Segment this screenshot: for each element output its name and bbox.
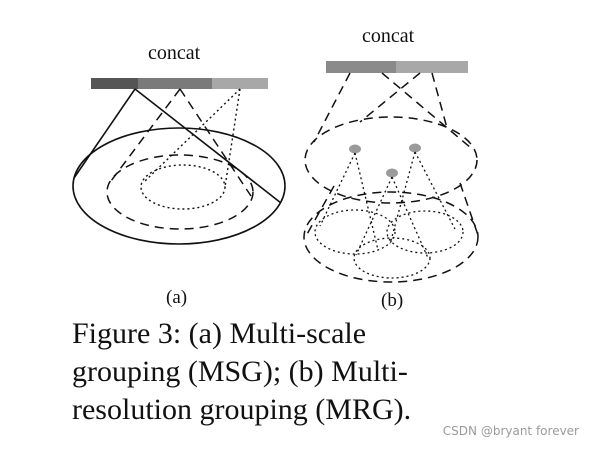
msg-outer-ellipse	[72, 127, 286, 245]
concat-label-b: concat	[362, 25, 415, 47]
mrg-dotted-1b	[354, 152, 379, 251]
concat-bar-a-segment-2	[138, 78, 212, 89]
panel-a	[72, 78, 286, 245]
panel-b	[303, 61, 480, 283]
mrg-dotted-ellipse-1	[314, 209, 396, 255]
mrg-dotted-2a	[389, 151, 416, 245]
mrg-dotted-2b	[414, 151, 456, 230]
mrg-bar-line-2	[381, 72, 472, 149]
mrg-dotted-ellipse-2	[386, 210, 464, 254]
mrg-point-3	[386, 168, 398, 178]
mrg-upper-ellipse	[304, 116, 478, 204]
msg-dotted-cone-right	[224, 88, 241, 188]
msg-solid-cone-left	[73, 88, 136, 179]
msg-dotted-cone-left	[144, 88, 241, 182]
mrg-dashed-cone-left	[305, 185, 335, 237]
caption-line-2: grouping (MSG); (b) Multi-	[72, 355, 408, 388]
mrg-dotted-3a	[355, 176, 393, 256]
mrg-point-2	[409, 143, 421, 153]
mrg-bar-line-1	[313, 72, 351, 143]
panel-a-label: (a)	[166, 287, 188, 308]
figure-caption: Figure 3: (a) Multi-scale grouping (MSG)…	[72, 315, 502, 429]
mrg-dashed-cone-right	[459, 182, 480, 239]
msg-dashed-cone-right	[179, 88, 252, 197]
concat-bar-a-segment-1	[91, 78, 138, 89]
mrg-dotted-1a	[319, 152, 356, 227]
concat-label-a: concat	[148, 42, 201, 64]
mrg-dotted-ellipse-3	[353, 237, 431, 279]
mrg-point-1	[349, 144, 361, 154]
concat-bar-b-segment-1	[326, 61, 396, 73]
msg-middle-ellipse	[106, 154, 254, 230]
msg-inner-ellipse	[140, 164, 226, 210]
concat-bar-a-segment-3	[212, 78, 268, 89]
panel-b-label: (b)	[381, 290, 404, 311]
msg-dashed-cone-left	[107, 88, 181, 186]
msg-solid-cone-right	[134, 88, 282, 204]
mrg-bar-line-4	[431, 72, 448, 129]
watermark: CSDN @bryant forever	[442, 424, 579, 438]
mrg-lower-ellipse	[303, 191, 479, 283]
caption-line-1: Figure 3: (a) Multi-scale	[72, 317, 367, 350]
mrg-bar-line-3	[359, 72, 421, 123]
concat-bar-b-segment-2	[396, 61, 468, 73]
caption-line-3: resolution grouping (MRG).	[72, 393, 412, 426]
